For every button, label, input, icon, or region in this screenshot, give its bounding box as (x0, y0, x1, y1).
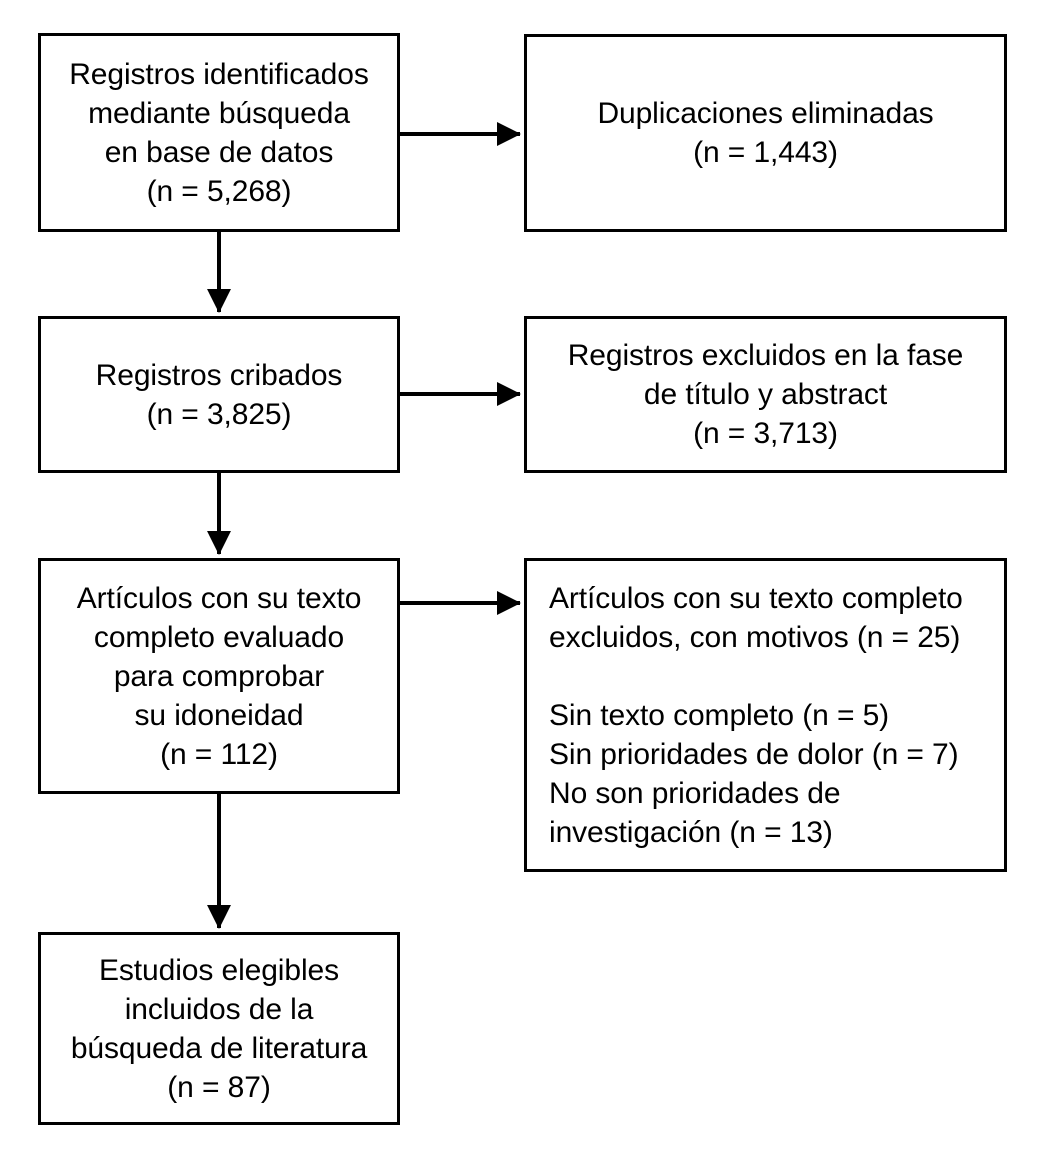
node-excluded-title-abstract-label: Registros excluidos en la fase de título… (567, 339, 964, 450)
node-records-identified: Registros identificados mediante búsqued… (38, 33, 400, 232)
node-duplicates-removed-label: Duplicaciones eliminadas (n = 1,443) (597, 97, 934, 169)
node-fulltext-assessed: Artículos con su texto completo evaluado… (38, 558, 400, 794)
node-studies-included-label: Estudios elegibles incluidos de la búsqu… (70, 953, 368, 1104)
node-fulltext-excluded: Artículos con su texto completo excluido… (524, 558, 1007, 872)
node-fulltext-assessed-label: Artículos con su texto completo evaluado… (76, 581, 362, 771)
node-records-screened-label: Registros cribados (n = 3,825) (95, 358, 343, 431)
node-studies-included: Estudios elegibles incluidos de la búsqu… (38, 932, 400, 1125)
node-records-identified-label: Registros identificados mediante búsqued… (69, 57, 369, 208)
node-records-screened: Registros cribados (n = 3,825) (38, 316, 400, 473)
node-excluded-title-abstract: Registros excluidos en la fase de título… (524, 316, 1007, 473)
node-duplicates-removed: Duplicaciones eliminadas (n = 1,443) (524, 34, 1007, 232)
node-fulltext-excluded-label: Artículos con su texto completo excluido… (549, 582, 963, 849)
